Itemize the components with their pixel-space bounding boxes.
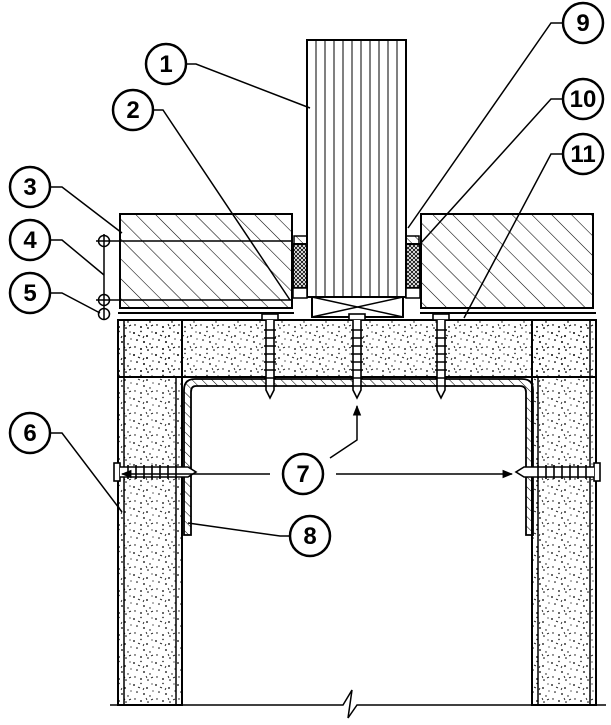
callout-4-label: 4 [23,227,37,254]
callout-5-label: 5 [23,280,36,307]
glazing-panel [306,39,407,298]
callout-11: 11 [561,132,605,176]
callout-10: 10 [561,77,605,121]
left-timber-stop [119,213,293,309]
leader-lines [50,22,563,537]
callout-8: 8 [288,514,332,558]
callout-4: 4 [8,218,52,262]
callout-1: 1 [144,42,188,86]
callout-5: 5 [8,271,52,315]
callout-6-label: 6 [23,420,36,447]
frame-section [117,319,597,706]
steel-channel [183,378,534,536]
vertical-screws [261,313,450,400]
callout-9: 9 [561,1,605,45]
right-timber-stop [420,213,594,309]
right-gasket [405,235,421,299]
callout-9-label: 9 [576,10,589,37]
callout-6: 6 [8,411,52,455]
callout-2: 2 [111,88,155,132]
callout-3-label: 3 [23,174,36,201]
callout-7-label: 7 [296,461,309,488]
callout-3: 3 [8,165,52,209]
dimension-marks [96,234,292,321]
left-gasket [292,235,308,299]
callout-2-label: 2 [126,97,139,124]
break-line [110,689,606,719]
callout-8-label: 8 [303,523,316,550]
callout-7: 7 [281,452,325,496]
callout-1-label: 1 [159,51,172,78]
callout-11-label: 11 [570,141,595,168]
callout-10-label: 10 [570,86,597,113]
